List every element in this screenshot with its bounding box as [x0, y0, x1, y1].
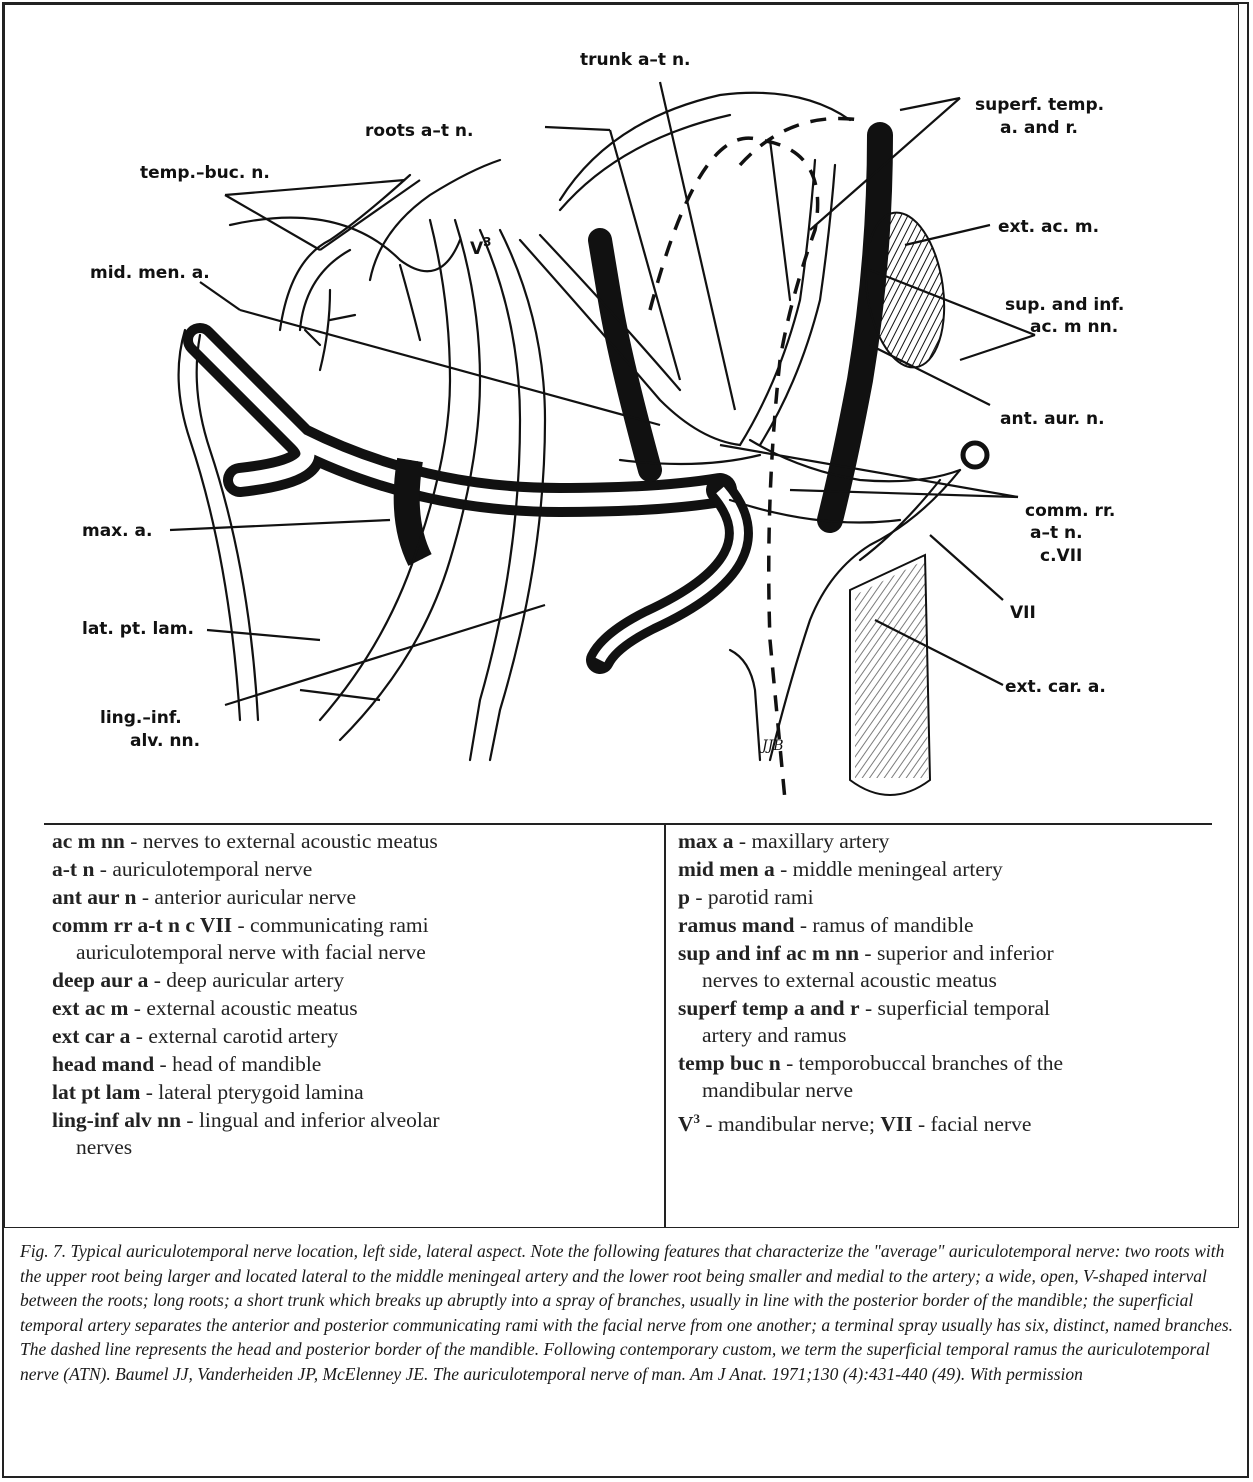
legend-term: ext ac m: [52, 996, 128, 1020]
middle-meningeal-artery: [600, 240, 650, 470]
legend-term: sup and inf ac m nn: [678, 941, 859, 965]
legend-entry: superf temp a and r - superficial tempor…: [678, 995, 1218, 1049]
label-v3: V3: [470, 235, 492, 259]
label-max-a: max. a.: [82, 521, 152, 541]
mandible-border-dashed-line: [650, 138, 818, 800]
label-comm-3: c.VII: [1040, 546, 1082, 566]
legend-term: temp buc n: [678, 1051, 781, 1075]
legend-entry: comm rr a-t n c VII - communicating rami…: [52, 912, 652, 966]
legend-term-vii: VII: [880, 1112, 912, 1136]
legend-definition: - communicating rami: [232, 913, 428, 937]
legend-definition: - parotid rami: [690, 885, 814, 909]
legend-divider: [664, 824, 666, 1228]
figure-caption: Fig. 7. Typical auriculotemporal nerve l…: [20, 1239, 1235, 1386]
label-roots: roots a–t n.: [365, 121, 473, 141]
legend-definition: - maxillary artery: [734, 829, 890, 853]
legend-entry: a-t n - auriculotemporal nerve: [52, 856, 652, 883]
anatomical-drawing: trunk a–t n. roots a–t n. temp.–buc. n. …: [0, 0, 1253, 810]
label-ling-1: ling.–inf.: [100, 708, 182, 728]
label-ext-car: ext. car. a.: [1005, 677, 1106, 697]
legend-top-rule: [44, 823, 1212, 825]
legend-entry-v3-vii: V3 - mandibular nerve; VII - facial nerv…: [678, 1105, 1218, 1138]
legend-term: lat pt lam: [52, 1080, 140, 1104]
legend-term: p: [678, 885, 690, 909]
legend-term: ant aur n: [52, 885, 136, 909]
legend-entry: ext ac m - external acoustic meatus: [52, 995, 652, 1022]
legend-entry: p - parotid rami: [678, 884, 1218, 911]
label-ext-ac-m: ext. ac. m.: [998, 217, 1099, 237]
legend-left-column: ac m nn - nerves to external acoustic me…: [52, 828, 652, 1162]
legend-term: a-t n: [52, 857, 94, 881]
label-mid-men: mid. men. a.: [90, 263, 210, 283]
legend-term: ramus mand: [678, 913, 794, 937]
legend-definition: - superior and inferior: [859, 941, 1054, 965]
legend-definition-continued: auriculotemporal nerve with facial nerve: [52, 939, 652, 966]
legend-definition: - nerves to external acoustic meatus: [125, 829, 438, 853]
label-lat-pt: lat. pt. lam.: [82, 619, 194, 639]
legend-entry: mid men a - middle meningeal artery: [678, 856, 1218, 883]
legend-entry: ac m nn - nerves to external acoustic me…: [52, 828, 652, 855]
label-comm-1: comm. rr.: [1025, 501, 1115, 521]
legend-entry: ext car a - external carotid artery: [52, 1023, 652, 1050]
label-comm-2: a–t n.: [1030, 523, 1083, 543]
legend-term: mid men a: [678, 857, 775, 881]
legend-term: ext car a: [52, 1024, 130, 1048]
legend-definition: - external carotid artery: [130, 1024, 338, 1048]
legend-definition: - lateral pterygoid lamina: [140, 1080, 363, 1104]
legend-entry: ant aur n - anterior auricular nerve: [52, 884, 652, 911]
legend-definition: - external acoustic meatus: [128, 996, 357, 1020]
legend-definition: - auriculotemporal nerve: [94, 857, 312, 881]
legend-def-vii: - facial nerve: [913, 1112, 1032, 1136]
legend-term: ac m nn: [52, 829, 125, 853]
label-ant-aur: ant. aur. n.: [1000, 409, 1105, 429]
legend-definition: - temporobuccal branches of the: [781, 1051, 1063, 1075]
legend-term: head mand: [52, 1052, 154, 1076]
vii-stump: [963, 443, 987, 467]
legend-definition: - head of mandible: [154, 1052, 321, 1076]
legend-entry: temp buc n - temporobuccal branches of t…: [678, 1050, 1218, 1104]
artist-signature: JJB: [759, 738, 784, 754]
legend-definition-continued: nerves to external acoustic meatus: [678, 967, 1218, 994]
superficial-temporal-artery: [830, 135, 880, 520]
legend-term: ling-inf alv nn: [52, 1108, 181, 1132]
legend-entry: head mand - head of mandible: [52, 1051, 652, 1078]
legend-entry: ramus mand - ramus of mandible: [678, 912, 1218, 939]
legend-entry: max a - maxillary artery: [678, 828, 1218, 855]
legend-entry: deep aur a - deep auricular artery: [52, 967, 652, 994]
label-ling-2: alv. nn.: [130, 731, 200, 751]
legend-definition: - lingual and inferior alveolar: [181, 1108, 440, 1132]
legend-term: superf temp a and r: [678, 996, 860, 1020]
label-superf-temp-1: superf. temp.: [975, 95, 1104, 115]
label-sup-inf-2: ac. m nn.: [1030, 317, 1118, 337]
label-trunk: trunk a–t n.: [580, 50, 691, 70]
legend-definition: - middle meningeal artery: [775, 857, 1003, 881]
label-sup-inf-1: sup. and inf.: [1005, 295, 1124, 315]
external-carotid-artery: [850, 555, 930, 795]
legend-term-v3: V: [678, 1112, 694, 1136]
legend-definition-continued: mandibular nerve: [678, 1077, 1218, 1104]
legend-entry: sup and inf ac m nn - superior and infer…: [678, 940, 1218, 994]
legend-definition: - deep auricular artery: [148, 968, 344, 992]
label-temp-buc: temp.–buc. n.: [140, 163, 270, 183]
legend-entry: lat pt lam - lateral pterygoid lamina: [52, 1079, 652, 1106]
legend-definition: - ramus of mandible: [794, 913, 973, 937]
legend-term: max a: [678, 829, 734, 853]
legend-def-v3: - mandibular nerve;: [700, 1112, 880, 1136]
legend-definition: - anterior auricular nerve: [136, 885, 356, 909]
legend-term: comm rr a-t n c VII: [52, 913, 232, 937]
label-superf-temp-2: a. and r.: [1000, 118, 1078, 138]
legend-entry: ling-inf alv nn - lingual and inferior a…: [52, 1107, 652, 1161]
legend-definition-continued: nerves: [52, 1134, 652, 1161]
legend-term: deep aur a: [52, 968, 148, 992]
legend-definition: - superficial temporal: [860, 996, 1050, 1020]
legend-definition-continued: artery and ramus: [678, 1022, 1218, 1049]
label-vii: VII: [1010, 603, 1036, 623]
